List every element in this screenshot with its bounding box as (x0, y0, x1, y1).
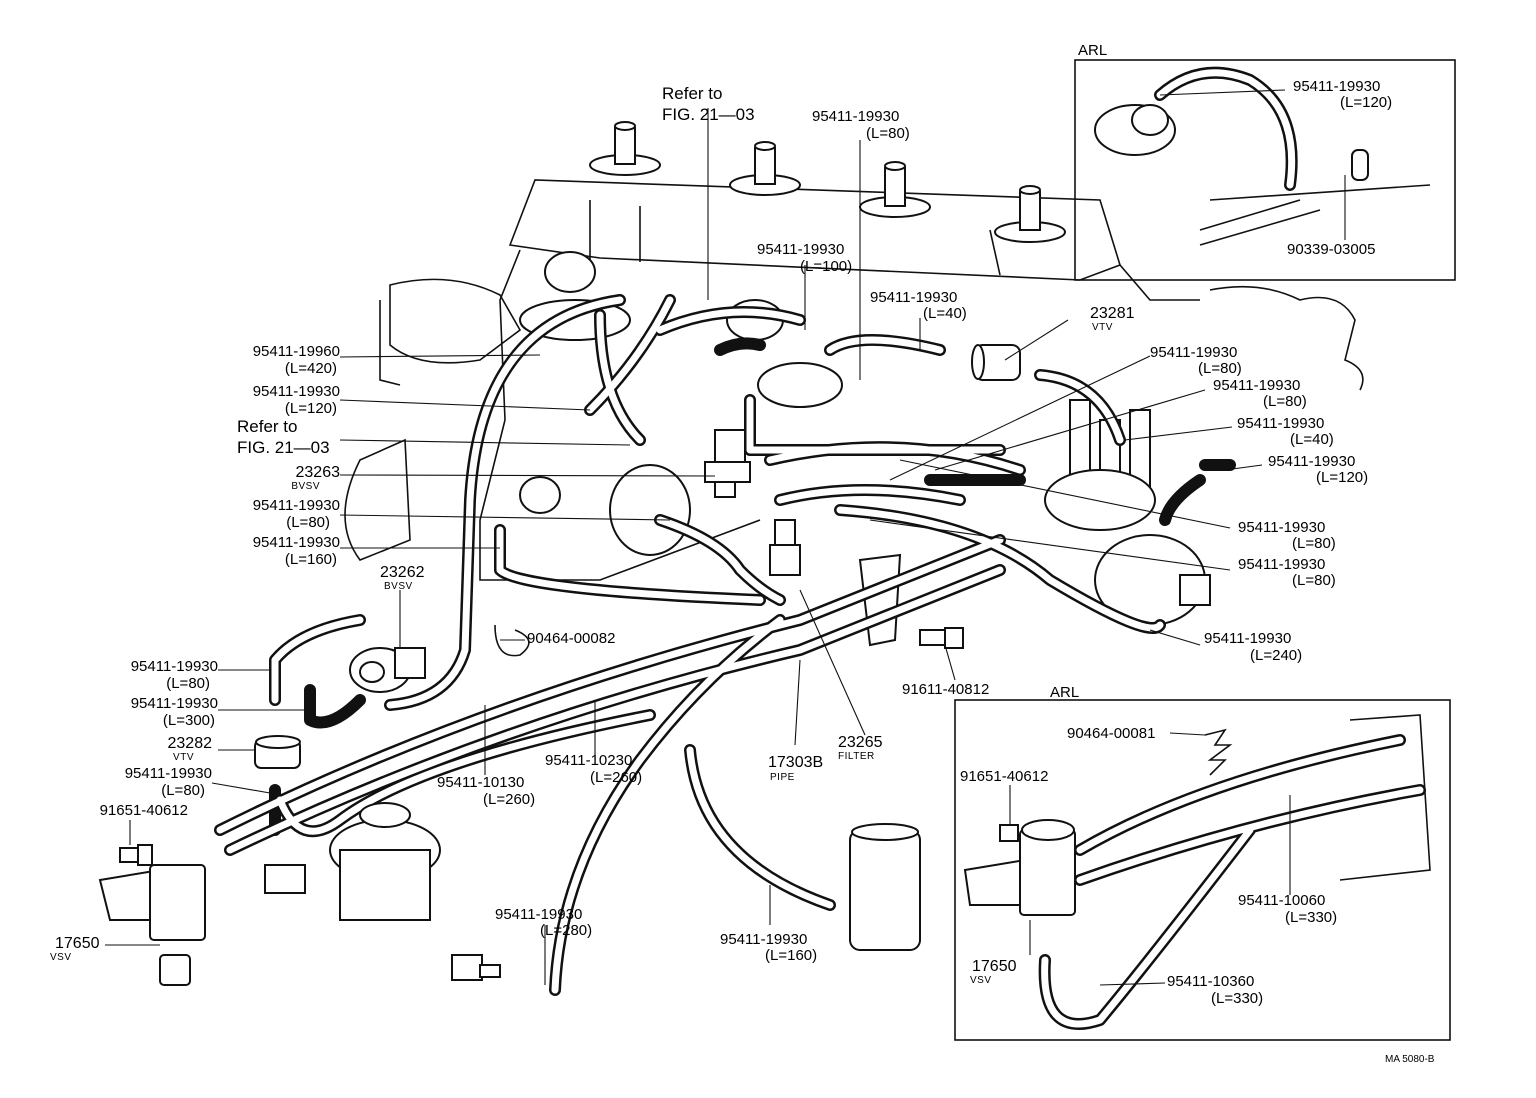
part-type: VTV (173, 752, 194, 763)
bolt-91611-40812-drawing (919, 627, 964, 649)
part-length: (L=120) (285, 400, 337, 417)
part-number: 95411-10060 (1238, 892, 1325, 909)
part-number: 95411-19930 (131, 658, 218, 675)
part-length: (L=260) (590, 769, 642, 786)
part-number: 95411-10130 (437, 774, 524, 791)
part-number: 91651-40612 (100, 802, 188, 819)
part-length: (L=300) (163, 712, 215, 729)
leader-lines (105, 89, 1346, 986)
part-length: (L=80) (161, 782, 205, 799)
ref-note-left-line1: Refer to (237, 417, 297, 436)
bvsv-23263-drawing (704, 429, 751, 498)
arl-inset-top-label: ARL (1078, 42, 1107, 59)
part-number: 23281 (1090, 305, 1135, 322)
part-number: 17650 (55, 935, 100, 952)
engine-block-drawing (344, 121, 1364, 647)
part-length: (L=80) (286, 514, 330, 531)
part-number: 91651-40612 (960, 768, 1048, 785)
part-number: 23262 (380, 564, 425, 581)
part-number: 95411-19930 (1268, 453, 1355, 470)
part-type: BVSV (291, 481, 320, 492)
part-number: 90464-00081 (1067, 725, 1155, 742)
part-length: (L=120) (1340, 94, 1392, 111)
part-number: 17650 (972, 958, 1017, 975)
part-number: 90339-03005 (1287, 241, 1375, 258)
part-number: 23282 (168, 735, 213, 752)
part-number: 95411-19930 (253, 534, 340, 551)
filter-23265-drawing (769, 519, 801, 576)
part-number: 95411-19930 (253, 497, 340, 514)
part-number: 95411-19930 (757, 241, 844, 258)
ref-note-top-line2: FIG. 21—03 (662, 105, 755, 124)
part-number: 17303B (768, 754, 823, 771)
arl-inset-bottom-label: ARL (1050, 684, 1079, 701)
part-length: (L=260) (483, 791, 535, 808)
vsv-17650-drawing (98, 864, 306, 986)
part-number: 95411-19930 (1238, 519, 1325, 536)
part-number: 23263 (296, 464, 341, 481)
part-length: (L=280) (540, 922, 592, 939)
part-number: 95411-19930 (1204, 630, 1291, 647)
figure-code: MA 5080-B (1385, 1054, 1435, 1065)
part-number: 95411-19930 (1150, 344, 1237, 361)
part-type: FILTER (838, 751, 875, 762)
hose-network-inner (216, 296, 1164, 994)
part-number: 95411-19930 (1213, 377, 1300, 394)
ref-note-left-line2: FIG. 21—03 (237, 438, 330, 457)
part-length: (L=80) (166, 675, 210, 692)
part-number: 95411-19930 (812, 108, 899, 125)
bolt-91651-40612-drawing (119, 844, 153, 866)
part-length: (L=80) (1198, 360, 1242, 377)
vtv-23282-drawing (254, 735, 301, 769)
part-number: 95411-19930 (870, 289, 957, 306)
ref-note-top-line1: Refer to (662, 84, 722, 103)
part-number: 91611-40812 (902, 681, 989, 698)
part-length: (L=80) (1263, 393, 1307, 410)
part-number: 95411-19930 (253, 383, 340, 400)
part-length: (L=330) (1285, 909, 1337, 926)
arl-inset-bottom-frame (954, 699, 1451, 1041)
part-type: PIPE (770, 772, 795, 783)
part-length: (L=160) (285, 551, 337, 568)
part-length: (L=80) (1292, 535, 1336, 552)
part-number: 90464-00082 (527, 630, 615, 647)
part-length: (L=330) (1211, 990, 1263, 1007)
arl-inset-bottom-drawing (963, 714, 1431, 1030)
arl-inset-top-drawing (1094, 66, 1431, 246)
part-length: (L=100) (800, 258, 852, 275)
egr-valve-drawing (329, 802, 441, 921)
part-number: 95411-19930 (720, 931, 807, 948)
part-number: 23265 (838, 734, 883, 751)
part-number: 95411-19930 (1238, 556, 1325, 573)
part-length: (L=420) (285, 360, 337, 377)
part-length: (L=240) (1250, 647, 1302, 664)
part-type: BVSV (384, 581, 413, 592)
part-labels: 95411-19960 (L=420) 95411-19930 (L=120) … (50, 78, 1392, 1007)
part-number: 95411-19930 (1237, 415, 1324, 432)
part-length: (L=80) (1292, 572, 1336, 589)
part-length: (L=160) (765, 947, 817, 964)
part-length: (L=120) (1316, 469, 1368, 486)
part-number: 95411-19930 (125, 765, 212, 782)
sensor-bottom-drawing (451, 954, 501, 981)
bvsv-23262-drawing (349, 647, 426, 693)
part-type: VTV (1092, 322, 1113, 333)
part-length: (L=40) (923, 305, 967, 322)
part-number: 95411-19930 (495, 906, 582, 923)
part-number: 95411-10230 (545, 752, 632, 769)
arl-inset-top-frame (1074, 59, 1456, 281)
part-number: 95411-19960 (253, 343, 340, 360)
part-type: VSV (970, 975, 992, 986)
part-number: 95411-19930 (131, 695, 218, 712)
part-number: 95411-19930 (1293, 78, 1380, 95)
clip-90464-00082-drawing (494, 624, 530, 657)
vtv-23281-drawing (971, 344, 1021, 381)
part-number: 95411-10360 (1167, 973, 1254, 990)
canister-drawing (849, 823, 921, 951)
part-type: VSV (50, 952, 72, 963)
part-length: (L=40) (1290, 431, 1334, 448)
part-length: (L=80) (866, 125, 910, 142)
